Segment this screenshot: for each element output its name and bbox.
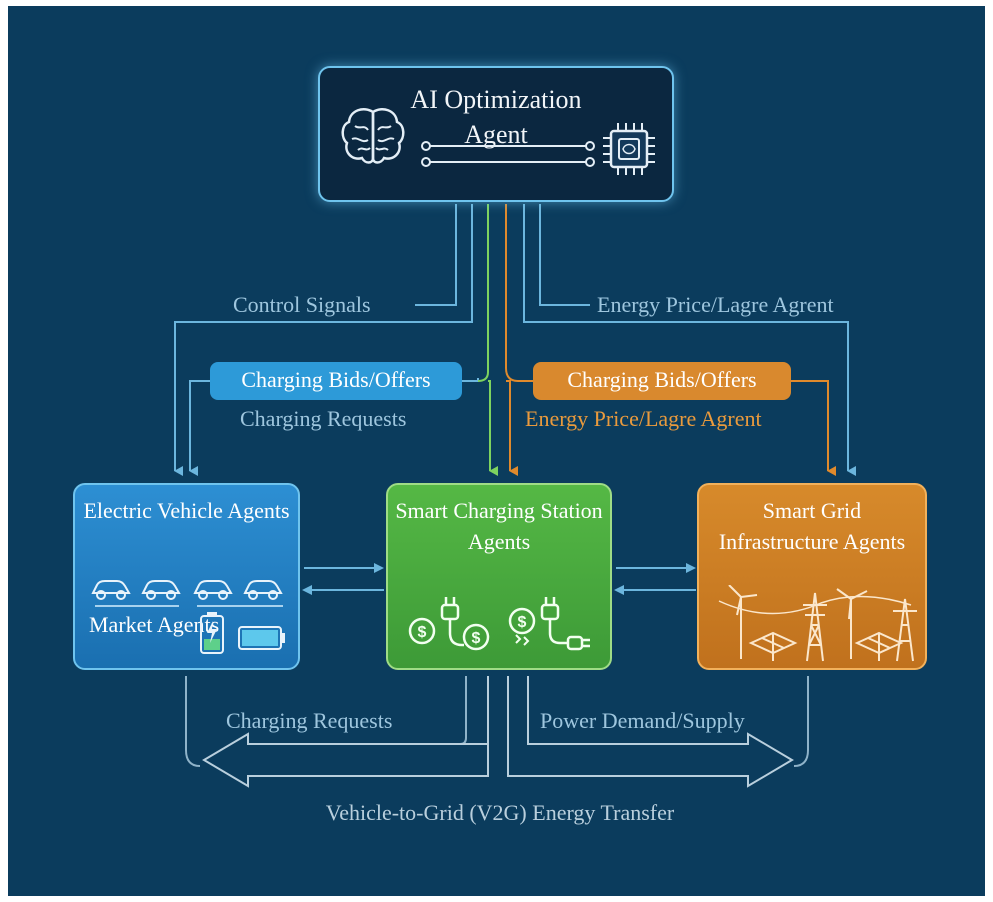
grid-orange-arrow (791, 380, 836, 476)
energy-price-label: Energy Price/Lagre Agrent (597, 292, 834, 317)
ai-optimization-agent-box: AI Optimization Agent (318, 66, 674, 202)
smart-grid-title: Smart Grid Infrastructure Agents (718, 498, 906, 554)
chip-icon (603, 123, 655, 175)
svg-text:$: $ (518, 614, 527, 631)
green-bids-arrow (477, 204, 490, 471)
right-hollow-arrow (507, 676, 794, 788)
battery-full-icon (238, 626, 285, 650)
charging-station-agents-box: Smart Charging Station Agents $ $ $ (386, 483, 612, 670)
plug-coin-icon: $ $ (408, 597, 490, 651)
charging-requests-label: Charging Requests (240, 406, 407, 431)
orange-price-arrow (506, 204, 533, 471)
svg-text:$: $ (472, 630, 481, 647)
ev-bids-arrow (189, 380, 213, 476)
ev-control-arrow (174, 204, 473, 476)
market-agents-label: Market Agents (89, 612, 220, 637)
ev-divider (95, 605, 179, 607)
station-bids-connector (462, 378, 479, 382)
ev-divider (197, 605, 283, 607)
car-icon (243, 580, 283, 600)
circuit-lines-icon (421, 141, 595, 167)
ev-agents-title: Electric Vehicle Agents (83, 498, 290, 523)
solar-panel-icon (748, 631, 798, 661)
control-signals-connector (415, 204, 457, 306)
svg-text:$: $ (418, 624, 427, 641)
wind-turbine-icon (836, 588, 868, 659)
transmission-tower-icon (803, 592, 827, 662)
energy-price-connector (539, 204, 590, 306)
power-demand-supply-label: Power Demand/Supply (540, 708, 745, 733)
ev-agents-box: Electric Vehicle Agents Market Agents (73, 483, 300, 670)
charging-requests-bottom-label: Charging Requests (226, 708, 393, 733)
charging-bids-pill-blue: Charging Bids/Offers (210, 362, 462, 400)
transmission-tower-icon (893, 598, 917, 662)
smart-grid-agents-box: Smart Grid Infrastructure Agents (697, 483, 927, 670)
charging-requests-bracket (459, 676, 467, 745)
car-icon (91, 580, 131, 600)
charging-station-title: Smart Charging Station Agents (395, 498, 603, 554)
wind-turbine-icon (728, 585, 758, 659)
left-hollow-arrow (202, 676, 489, 788)
grid-price-arrow (523, 204, 856, 476)
control-signals-label: Control Signals (233, 292, 371, 317)
energy-price-orange-label: Energy Price/Lagre Agrent (525, 406, 762, 431)
ev-bottom-bracket (185, 676, 201, 767)
grid-infrastructure-icons (718, 585, 917, 662)
car-icon (141, 580, 181, 600)
car-icons-row (91, 580, 283, 600)
plug-coin-icon: $ (508, 597, 590, 651)
solar-panel-icon (854, 631, 904, 661)
v2g-energy-transfer-label: Vehicle-to-Grid (V2G) Energy Transfer (325, 800, 675, 825)
grid-bottom-bracket (793, 676, 809, 767)
car-icon (193, 580, 233, 600)
battery-charging-icon (200, 612, 224, 654)
charging-bids-pill-orange: Charging Bids/Offers (533, 362, 791, 400)
ai-agent-title: AI Optimization Agent (410, 85, 582, 149)
brain-icon (341, 108, 405, 164)
